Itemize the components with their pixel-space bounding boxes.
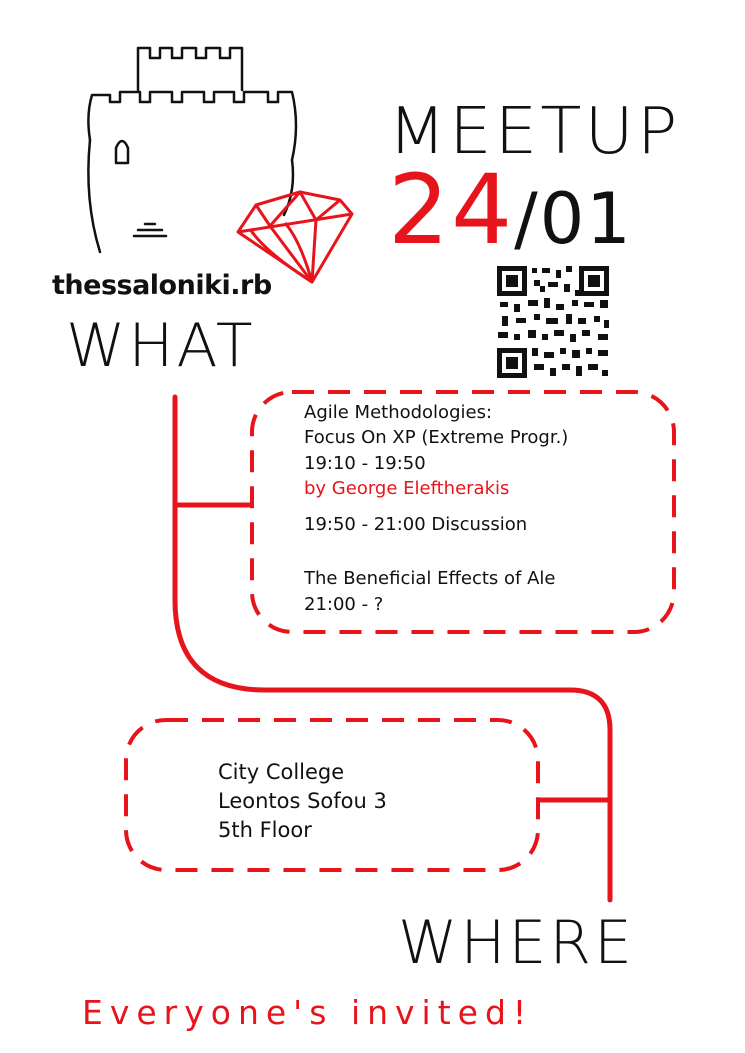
meetup-title: MEETUP	[388, 95, 681, 169]
talk-title-line1: Agile Methodologies:	[304, 402, 493, 423]
meetup-date: 24/01	[388, 162, 633, 258]
ale-session-time: 21:00 - ?	[304, 594, 384, 615]
what-connector-line	[172, 394, 613, 903]
date-month: /01	[514, 178, 633, 260]
castle-logo-icon	[87, 46, 298, 254]
talk-speaker: by George Eleftherakis	[304, 478, 510, 499]
venue-floor: 5th Floor	[218, 818, 312, 842]
ruby-gem-icon	[236, 190, 354, 284]
discussion-slot: 19:50 - 21:00 Discussion	[304, 514, 528, 535]
talks-box	[250, 390, 676, 634]
venue-box	[124, 718, 540, 872]
venue-address: Leontos Sofou 3	[218, 789, 387, 813]
brand-name: thessaloniki.rb	[52, 270, 272, 301]
what-heading: WHAT	[66, 311, 256, 381]
tagline: Everyone's invited!	[82, 993, 534, 1032]
talk-time: 19:10 - 19:50	[304, 453, 426, 474]
where-heading: WHERE	[398, 908, 635, 978]
qr-code	[497, 266, 609, 378]
date-day: 24	[388, 154, 515, 266]
talk-title-line2: Focus On XP (Extreme Progr.)	[304, 427, 569, 448]
venue-name: City College	[218, 760, 345, 784]
ale-session-title: The Beneficial Effects of Ale	[304, 568, 556, 589]
